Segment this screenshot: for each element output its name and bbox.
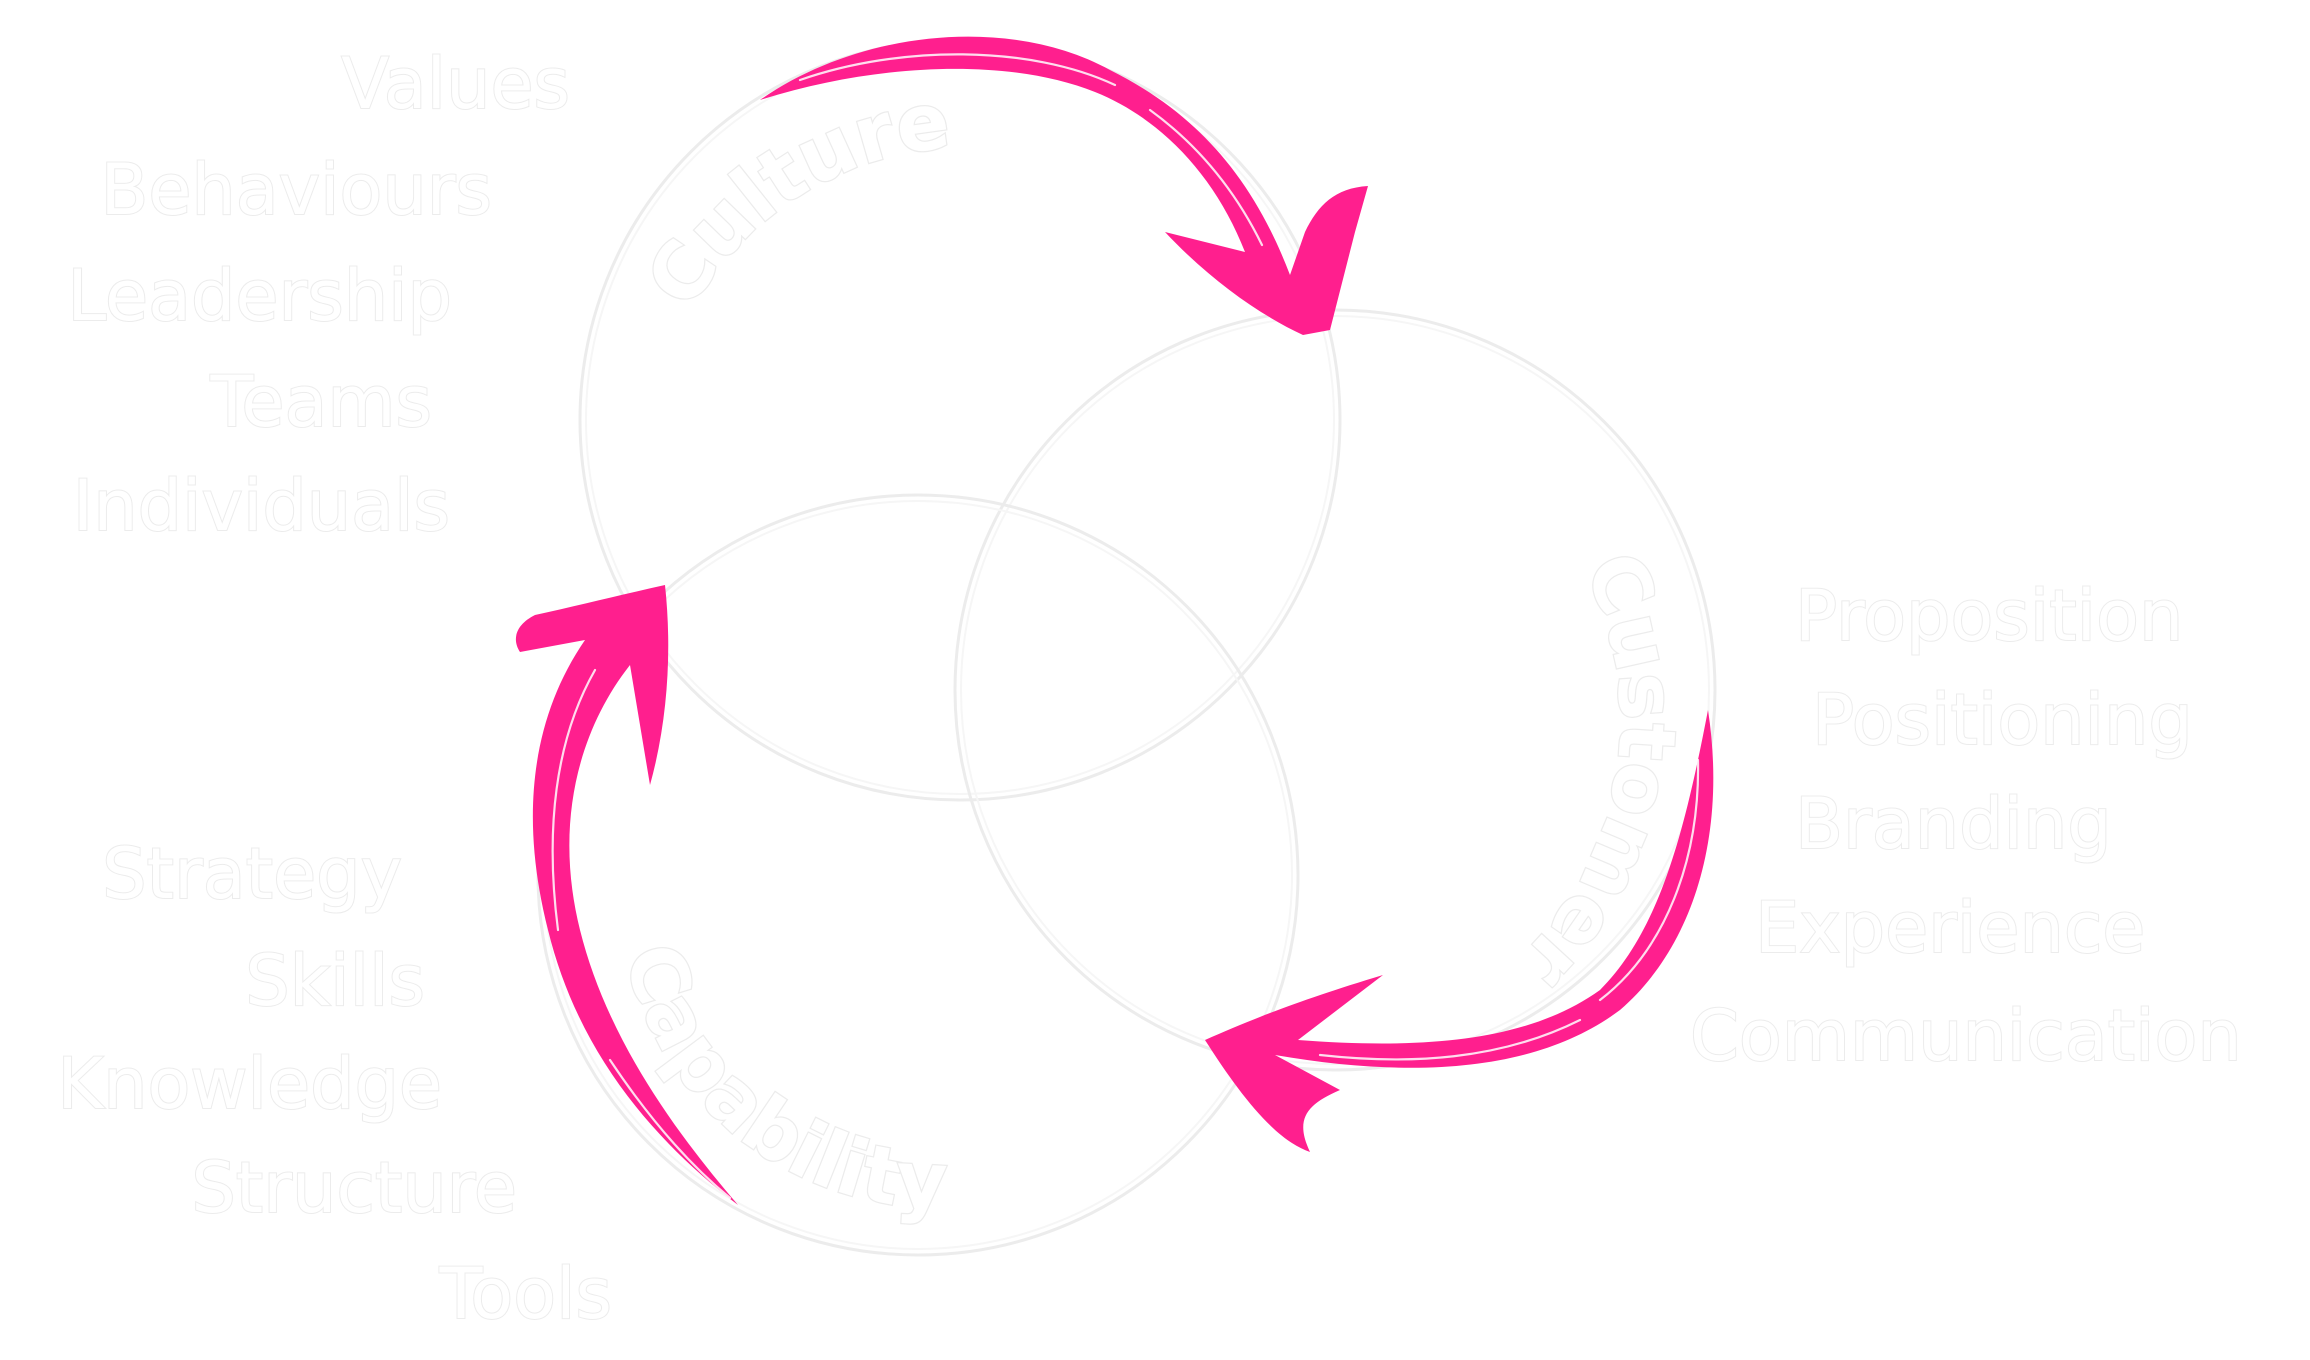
list-item: Strategy [102,833,402,915]
capability-list: Strategy Skills Knowledge Structure Tool… [57,833,612,1335]
list-item: Structure [191,1147,517,1229]
list-item: Positioning [1812,679,2193,761]
list-item: Proposition [1795,575,2183,657]
culture-circle [580,40,1340,800]
list-item: Values [341,43,570,125]
list-item: Knowledge [57,1043,442,1125]
list-item: Experience [1755,887,2145,969]
list-item: Communication [1690,995,2242,1077]
list-item: Behaviours [100,149,492,231]
capability-title: Capability [606,934,950,1228]
culture-title: Culture [630,76,955,322]
list-item: Teams [210,361,432,443]
customer-list: Proposition Positioning Branding Experie… [1690,575,2242,1077]
list-item: Skills [245,940,425,1022]
list-item: Branding [1795,783,2112,865]
list-item: Leadership [67,255,452,337]
list-item: Tools [439,1253,612,1335]
list-item: Individuals [73,465,450,547]
culture-list: Values Behaviours Leadership Teams Indiv… [67,43,570,547]
